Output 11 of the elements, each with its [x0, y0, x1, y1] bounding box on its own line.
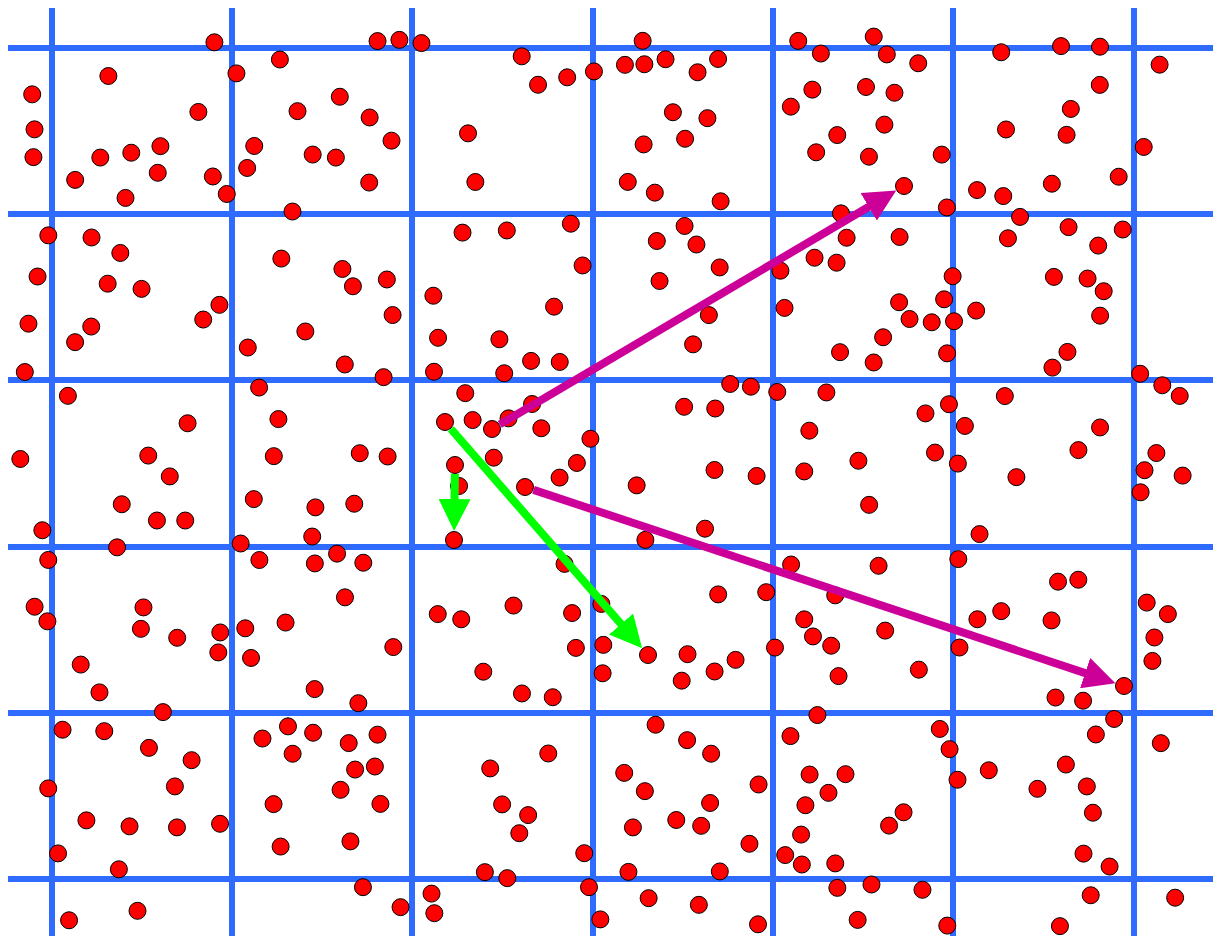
dot	[436, 413, 454, 431]
arrow	[438, 473, 471, 531]
dot	[483, 420, 501, 438]
dot	[516, 478, 534, 496]
dot	[445, 531, 463, 549]
dot	[1115, 677, 1133, 695]
dot	[639, 646, 657, 664]
dot	[895, 177, 913, 195]
arrow	[532, 486, 1116, 689]
dot	[446, 456, 464, 474]
arrow	[497, 190, 897, 428]
